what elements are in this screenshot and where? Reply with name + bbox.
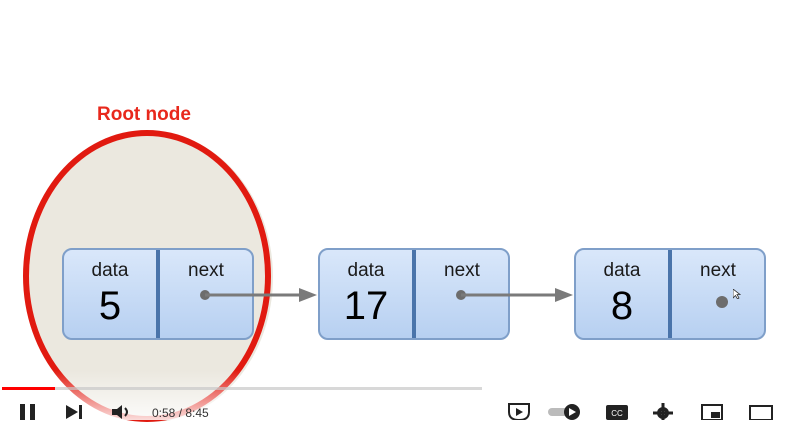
next-label: next [188, 260, 224, 281]
progress-bar[interactable] [2, 387, 482, 390]
node-value: 17 [343, 284, 389, 328]
data-label: data [347, 260, 385, 281]
next-label: next [444, 260, 480, 281]
next-cell: next [672, 250, 764, 338]
theater-mode-icon[interactable] [748, 402, 774, 420]
volume-icon[interactable] [110, 402, 134, 420]
next-cell: next [160, 250, 252, 338]
data-label: data [603, 260, 641, 281]
pointer-dot-3 [716, 296, 728, 308]
linked-list-node-1: data 5 next [62, 248, 254, 340]
skip-next-icon[interactable] [64, 402, 86, 420]
svg-text:CC: CC [611, 409, 623, 418]
data-cell: data 5 [64, 250, 160, 338]
arrow-node1-to-node2 [205, 288, 317, 302]
arrow-node2-to-node3 [461, 288, 573, 302]
autoplay-toggle-icon[interactable] [506, 402, 532, 420]
node-value: 5 [98, 284, 122, 328]
autoplay-switch-icon[interactable] [546, 402, 582, 420]
progress-bar-played [2, 387, 55, 390]
gear-icon[interactable] [652, 402, 674, 420]
time-display: 0:58 / 8:45 [152, 406, 209, 420]
data-cell: data 8 [576, 250, 672, 338]
pause-icon[interactable] [18, 402, 38, 420]
captions-icon[interactable]: CC [604, 402, 630, 420]
node-value: 8 [610, 284, 634, 328]
data-label: data [91, 260, 129, 281]
next-label: next [700, 260, 736, 281]
next-cell: next [416, 250, 508, 338]
data-cell: data 17 [320, 250, 416, 338]
root-node-label: Root node [97, 104, 191, 125]
mouse-cursor-icon [733, 289, 741, 299]
miniplayer-icon[interactable] [700, 402, 724, 420]
